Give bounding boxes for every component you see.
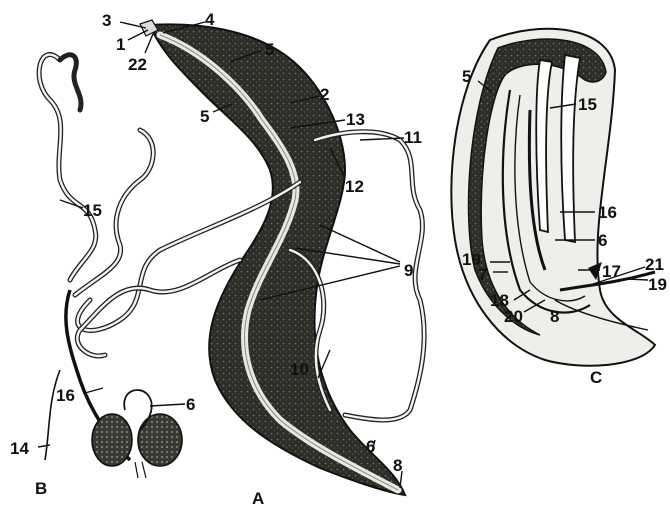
label-10: 10 — [290, 360, 309, 379]
panel-label-c: C — [590, 368, 602, 387]
panel-label-b: B — [35, 479, 47, 498]
label-9: 9 — [404, 261, 413, 280]
label-15-c: 15 — [578, 95, 597, 114]
bulb-right — [138, 414, 182, 466]
bulb-left — [92, 414, 132, 466]
label-11: 11 — [404, 128, 422, 147]
label-4: 4 — [205, 10, 215, 29]
label-17: 17 — [602, 262, 621, 281]
label-5-top: 5 — [265, 40, 274, 59]
label-14: 14 — [10, 439, 29, 458]
label-2: 2 — [320, 85, 329, 104]
label-6-a: 6 — [366, 437, 375, 456]
label-3: 3 — [102, 11, 111, 30]
panel-label-a: A — [252, 489, 264, 506]
label-22: 22 — [128, 55, 147, 74]
panel-b-reproductive — [39, 55, 182, 478]
worm-body — [150, 24, 405, 495]
label-5-left: 5 — [200, 107, 209, 126]
label-20: 20 — [504, 307, 523, 326]
label-8-c: 8 — [550, 307, 559, 326]
label-21: 21 — [645, 255, 664, 274]
label-6-b: 6 — [186, 395, 195, 414]
label-13: 13 — [346, 110, 365, 129]
label-12: 12 — [345, 177, 364, 196]
label-16-c: 16 — [598, 203, 617, 222]
label-5-c: 5 — [462, 67, 471, 86]
label-8-a: 8 — [393, 456, 402, 475]
panel-a-worm — [140, 20, 405, 495]
label-15-b: 15 — [83, 201, 102, 220]
label-6-c: 6 — [598, 231, 607, 250]
label-1: 1 — [116, 35, 125, 54]
label-16-b: 16 — [56, 386, 75, 405]
label-19-right: 19 — [648, 275, 667, 294]
label-7: 7 — [478, 265, 487, 284]
